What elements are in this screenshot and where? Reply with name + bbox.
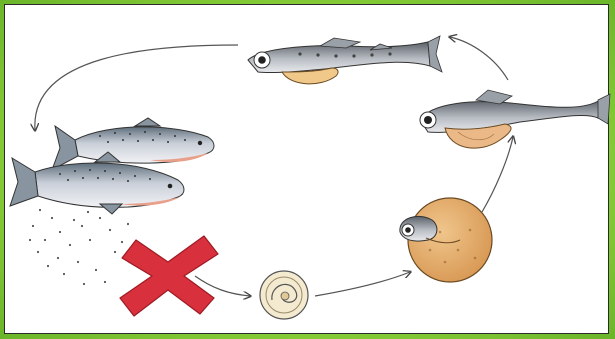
arrow-alevin-to-fry	[450, 37, 508, 80]
arrow-fry-to-adults	[35, 45, 238, 130]
red-x-icon	[120, 236, 218, 316]
fertilized-egg	[260, 271, 308, 319]
arrow-hatching-to-alevin	[482, 137, 513, 212]
spawn-speckles	[29, 209, 129, 285]
adult-fish-upper	[52, 118, 214, 170]
alevin-with-yolk-sac	[420, 90, 610, 148]
arrow-egg-to-hatching	[315, 272, 410, 296]
hatching-alevin	[400, 198, 492, 282]
fry	[248, 36, 442, 84]
